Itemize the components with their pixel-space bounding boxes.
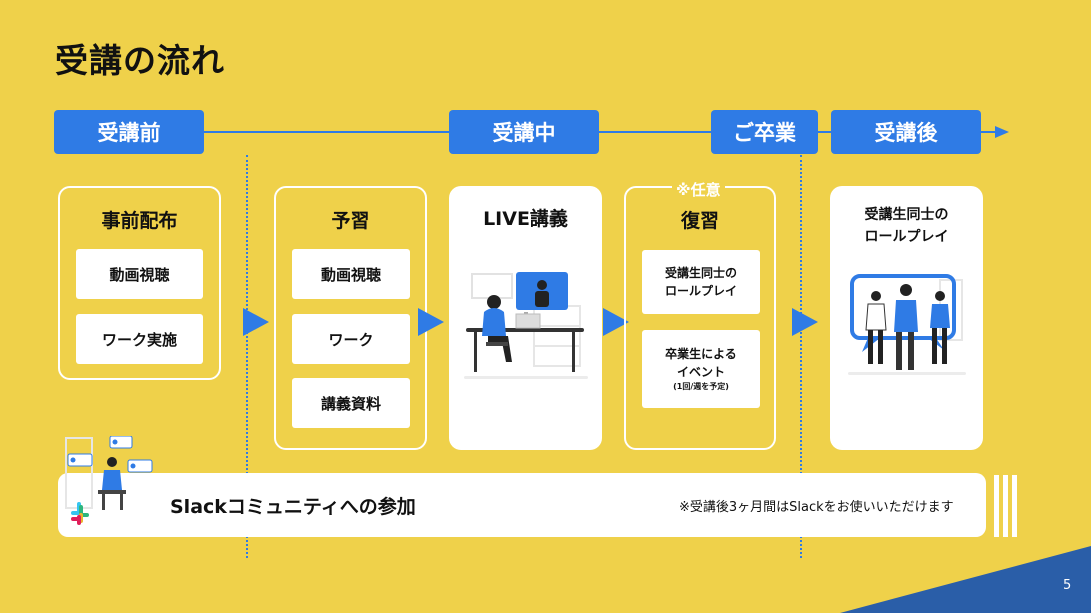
item-line: 受講生同士の (664, 266, 737, 280)
decor-bar (994, 475, 999, 537)
timeline-line (204, 131, 1004, 133)
page-title: 受講の流れ (55, 41, 225, 80)
item-work: ワーク (292, 314, 410, 364)
slack-note: ※受講後3ヶ月間はSlackをお使いいただけます (679, 500, 954, 515)
card-title: 受講生同士の ロールプレイ (830, 204, 983, 248)
card-title: 復習 (680, 210, 719, 232)
card-title: 事前配布 (101, 210, 178, 232)
slack-logo-icon (71, 502, 89, 525)
item-line: 卒業生による (665, 347, 737, 361)
card-pre-distribution: 事前配布 動画視聴 ワーク実施 (58, 186, 221, 380)
page-number: 5 (1063, 578, 1072, 593)
card-title: 予習 (331, 210, 370, 232)
phase-during: 受講中 (449, 110, 599, 154)
roleplay-illustration (848, 274, 966, 375)
separator-line (800, 155, 802, 558)
decor-bar (1012, 475, 1017, 537)
item-note: (1回/週を予定) (673, 382, 729, 391)
remote-user-illustration (65, 436, 153, 510)
item-line: ロールプレイ (664, 284, 737, 298)
item-work: ワーク実施 (76, 314, 203, 364)
card-post-roleplay: 受講生同士の ロールプレイ (830, 186, 983, 450)
arrow-right-icon (418, 308, 444, 336)
phase-graduation: ご卒業 (711, 110, 818, 154)
separator-line (246, 155, 248, 558)
timeline-arrow-icon (995, 126, 1009, 138)
item-video: 動画視聴 (76, 249, 203, 299)
corner-decoration (840, 546, 1091, 613)
online-lecture-illustration (464, 272, 588, 379)
card-live-lecture: LIVE講義 (449, 186, 602, 450)
card-review: 復習 受講生同士の ロールプレイ 卒業生による イベント (1回/週を予定) (624, 186, 776, 450)
item-materials: 講義資料 (292, 378, 410, 428)
optional-tag: ※任意 (672, 179, 725, 200)
item-line: イベント (676, 365, 725, 379)
decor-bar (1003, 475, 1008, 537)
phase-before: 受講前 (54, 110, 204, 154)
card-title: LIVE講義 (483, 208, 568, 230)
card-preparation: 予習 動画視聴 ワーク 講義資料 (274, 186, 427, 450)
arrow-right-icon (792, 308, 818, 336)
item-roleplay: 受講生同士の ロールプレイ (642, 250, 760, 314)
card-title-line: 受講生同士の (864, 207, 949, 223)
item-video: 動画視聴 (292, 249, 410, 299)
arrow-right-icon (243, 308, 269, 336)
slack-label: Slackコミュニティへの参加 (170, 496, 416, 518)
item-alumni-event: 卒業生による イベント (1回/週を予定) (642, 330, 760, 408)
phase-after: 受講後 (831, 110, 981, 154)
slack-community-bar (58, 473, 986, 537)
card-title-line: ロールプレイ (864, 229, 949, 245)
